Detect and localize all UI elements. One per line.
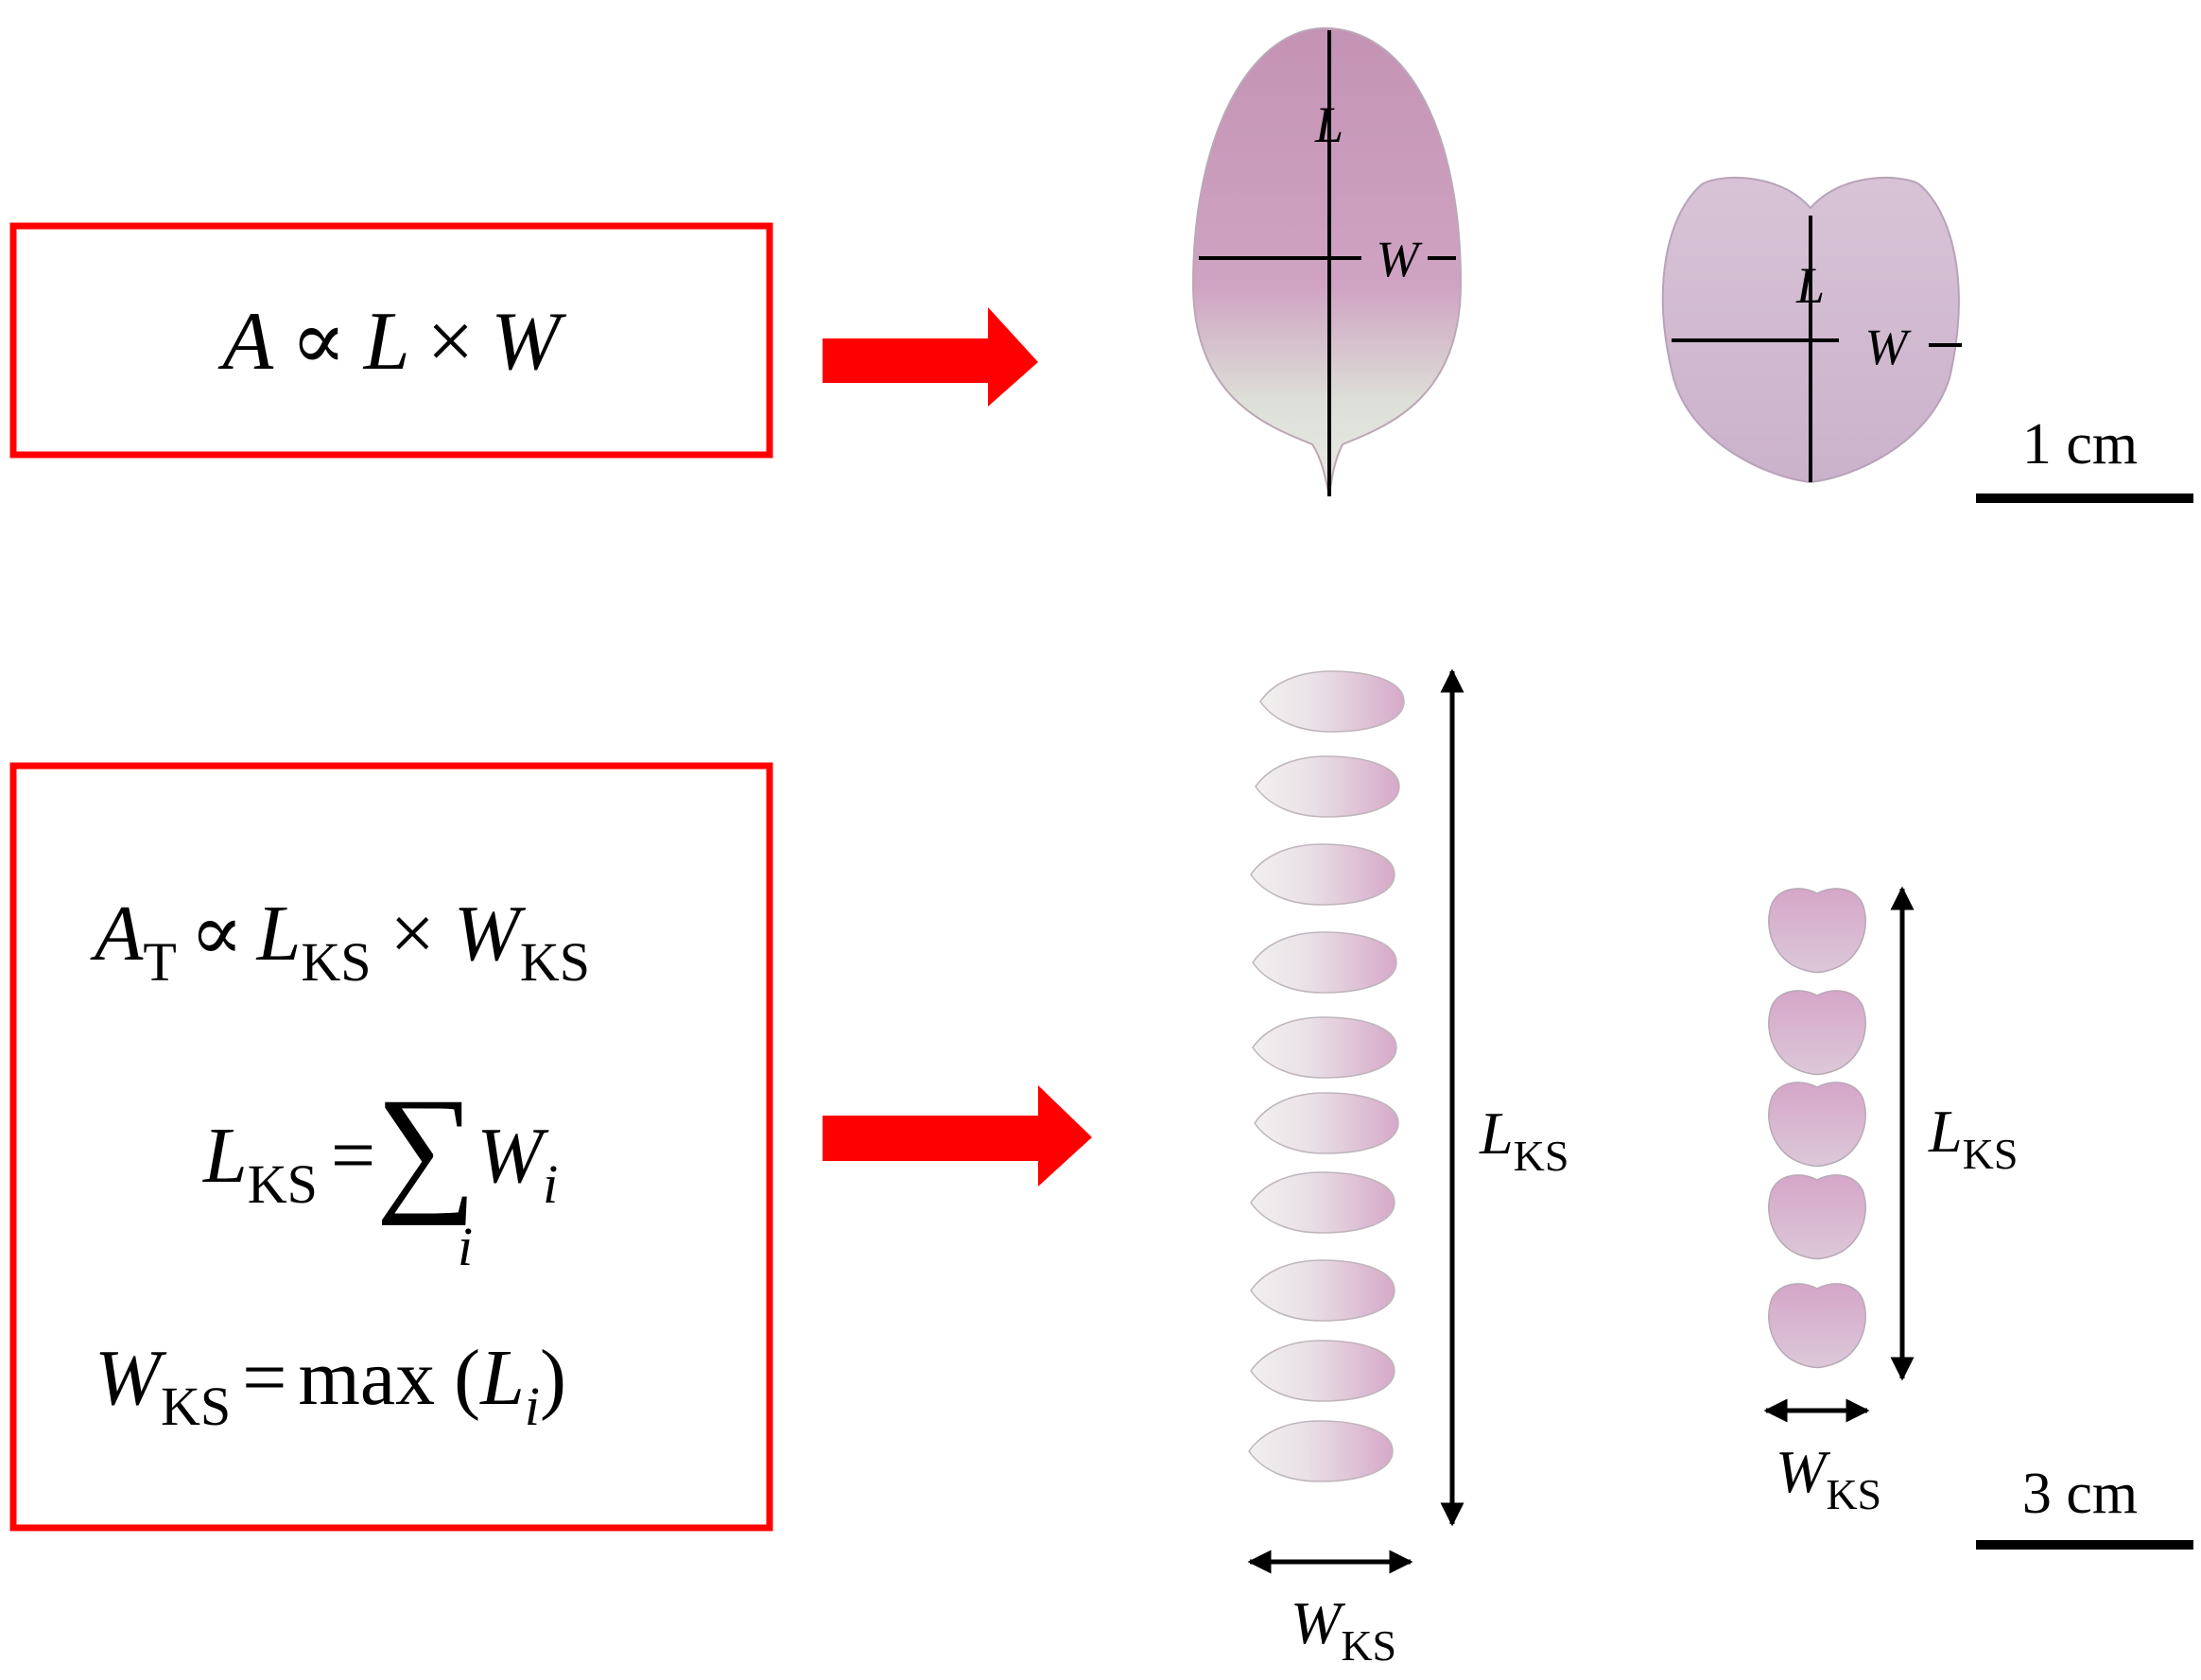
formula-bottom-2-index: i — [458, 1216, 473, 1277]
formula-bottom-1: AT∝LKS×WKS — [90, 890, 590, 993]
scale-bar-bottom-label: 3 cm — [2022, 1462, 2138, 1526]
petal-stack-2 — [1768, 888, 1866, 1369]
petal-1-length-label: L — [1314, 96, 1343, 153]
formula-box-bottom — [9, 762, 773, 1532]
stack-1-length-label: LKS — [1479, 1100, 1568, 1180]
formula-bottom-3: WKS=max(Li) — [95, 1334, 566, 1437]
arrow-right-top — [823, 307, 1038, 407]
petal-2-length-label: L — [1795, 257, 1825, 314]
scale-bar-top-label: 1 cm — [2022, 412, 2138, 476]
petal-stack-1 — [1248, 670, 1405, 1482]
stack-1-width-label: WKS — [1291, 1589, 1396, 1670]
petal-2-width-label: W — [1865, 319, 1913, 375]
arrow-right-bottom — [823, 1085, 1092, 1186]
formula-bottom-2: LKS=∑Wi — [202, 1069, 558, 1226]
formula-box-top — [9, 222, 773, 459]
stack-2-width-label: WKS — [1776, 1438, 1881, 1518]
stack-2-length-label: LKS — [1928, 1098, 2018, 1178]
petal-1-width-label: W — [1377, 231, 1424, 287]
formula-top: A∝L×W — [217, 296, 566, 388]
